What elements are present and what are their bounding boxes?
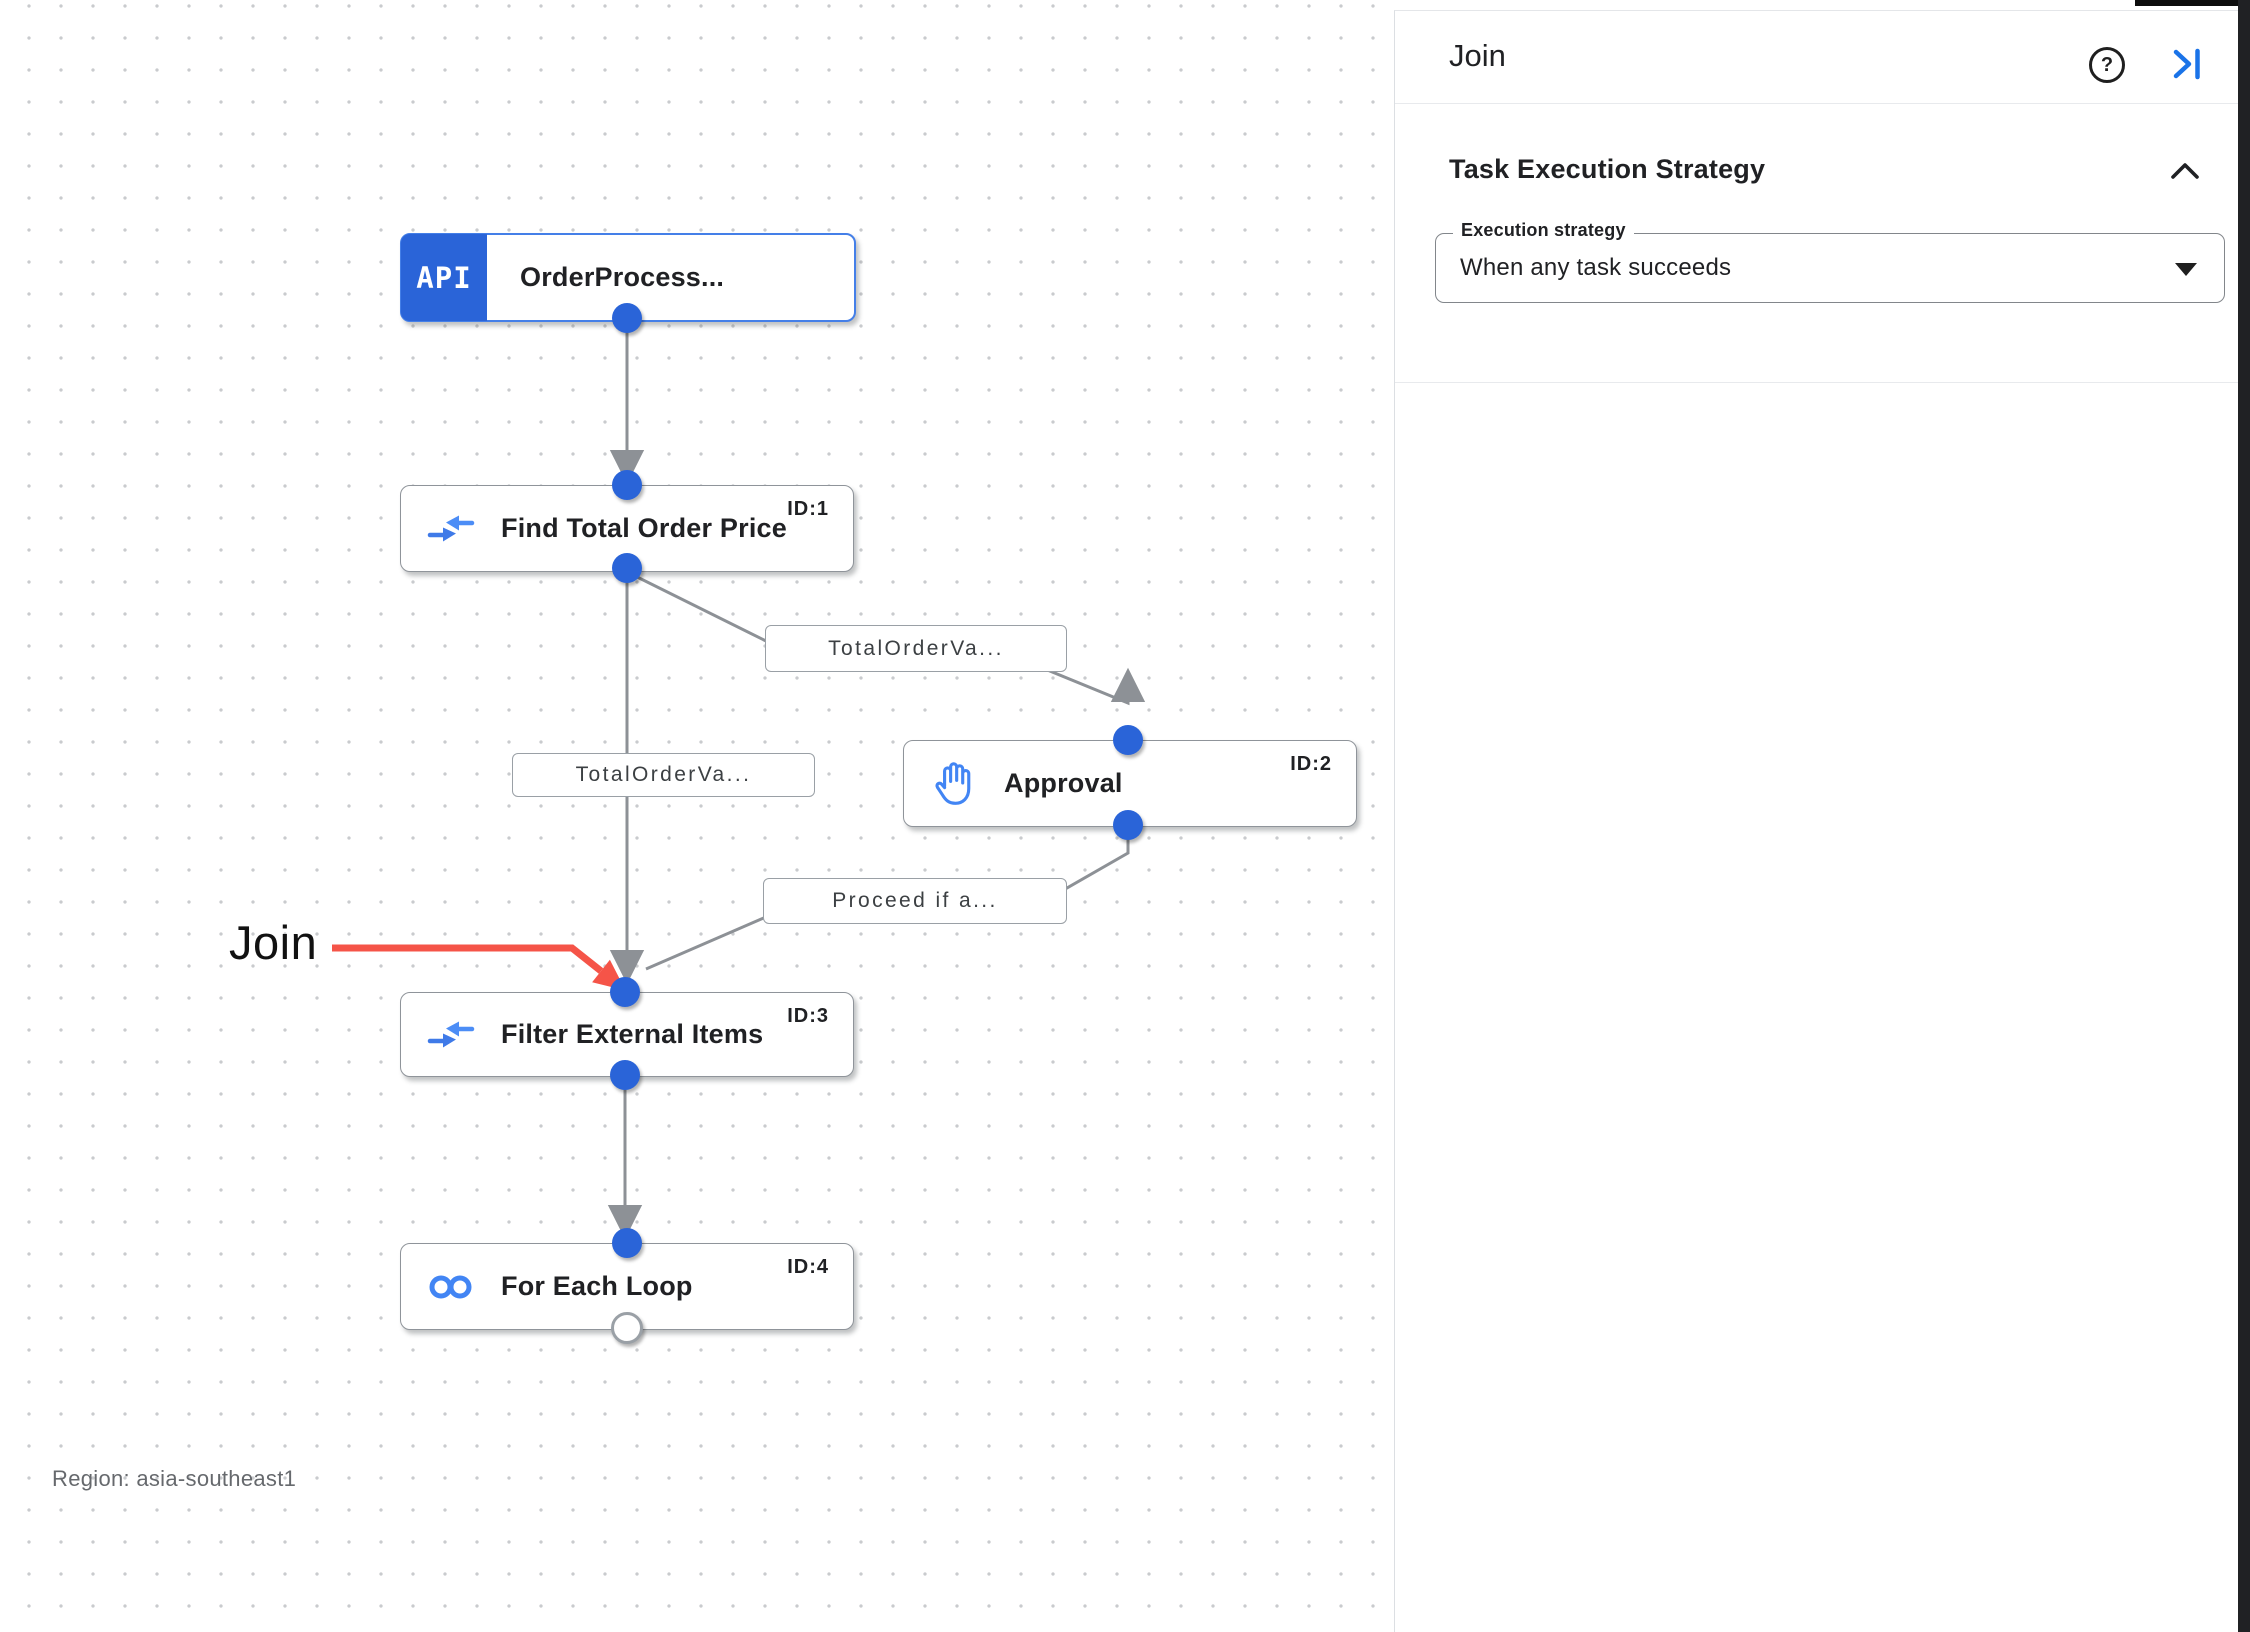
connector-dot[interactable] (612, 553, 642, 583)
loop-infinity-icon (427, 1272, 477, 1302)
panel-title: Join (1449, 38, 1506, 73)
execution-strategy-select[interactable]: Execution strategy When any task succeed… (1435, 220, 2225, 303)
connector-dot[interactable] (612, 303, 642, 333)
right-black-bar (2238, 0, 2250, 1632)
region-label: Region: asia-southeast1 (52, 1466, 297, 1491)
execution-strategy-label: Execution strategy (1453, 220, 1634, 241)
edge-label[interactable]: TotalOrderVa... (512, 753, 815, 797)
connector-dot[interactable] (610, 977, 640, 1007)
approval-hand-icon (930, 759, 980, 809)
api-trigger-icon: API (401, 234, 487, 321)
node-title: Filter External Items (501, 1019, 764, 1049)
workflow-canvas[interactable]: TotalOrderVa... TotalOrderVa... Proceed … (0, 0, 1394, 1632)
dropdown-caret-icon (2175, 263, 2197, 276)
edge-label[interactable]: TotalOrderVa... (765, 625, 1067, 672)
node-title: OrderProcess... (520, 262, 725, 292)
node-id-badge: ID:1 (787, 498, 829, 520)
data-mapping-icon (427, 1019, 475, 1051)
edge-label[interactable]: Proceed if a... (763, 878, 1067, 924)
connector-dot[interactable] (1113, 810, 1143, 840)
connector-dot[interactable] (612, 1228, 642, 1258)
node-title: Find Total Order Price (501, 513, 787, 543)
top-black-bar (2135, 0, 2250, 6)
connector-dot-open[interactable] (611, 1312, 643, 1344)
panel-header-divider (1395, 103, 2250, 104)
node-id-badge: ID:3 (787, 1005, 829, 1027)
section-divider (1395, 382, 2250, 383)
chevron-up-icon[interactable] (2170, 161, 2200, 181)
help-glyph: ? (2100, 53, 2114, 76)
section-title: Task Execution Strategy (1449, 154, 1766, 184)
help-icon[interactable]: ? (2089, 47, 2125, 83)
node-id-badge: ID:2 (1290, 753, 1332, 775)
config-panel: Join ? Task Execution Strategy Execution… (1394, 10, 2250, 1632)
node-title: Approval (1004, 768, 1123, 798)
connector-dot[interactable] (1113, 725, 1143, 755)
execution-strategy-value: When any task succeeds (1460, 254, 1732, 281)
node-id-badge: ID:4 (787, 1256, 829, 1278)
connector-dot[interactable] (610, 1060, 640, 1090)
join-annotation-arrow (332, 944, 626, 991)
join-annotation-label: Join (229, 916, 318, 969)
node-title: For Each Loop (501, 1271, 693, 1301)
connector-dot[interactable] (612, 470, 642, 500)
data-mapping-icon (427, 513, 475, 545)
collapse-panel-icon[interactable] (2172, 48, 2204, 80)
